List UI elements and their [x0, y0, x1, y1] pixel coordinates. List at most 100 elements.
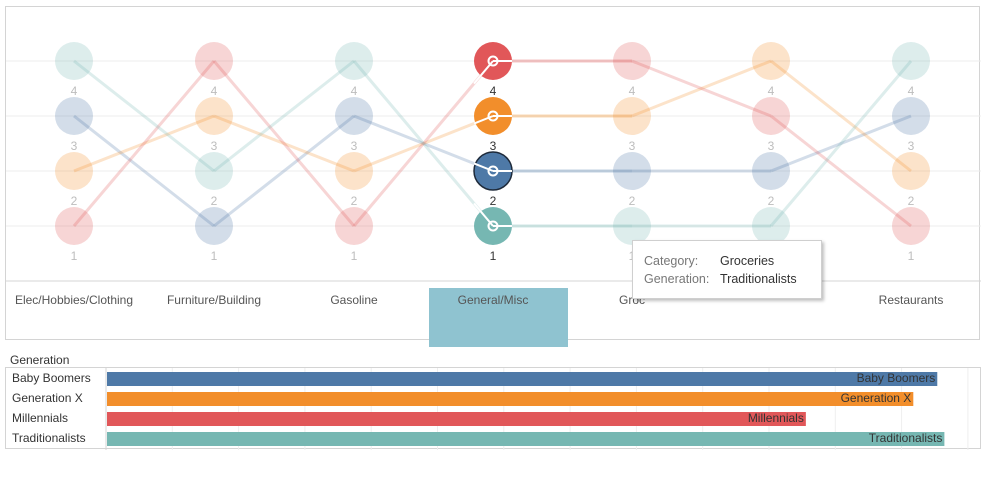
legend-title: Generation	[10, 353, 70, 367]
rank-label: 1	[211, 249, 218, 263]
series-line-segment	[631, 59, 772, 118]
rank-label: 1	[490, 249, 497, 263]
tooltip-generation-value: Traditionalists	[720, 272, 797, 286]
legend-bars-svg	[105, 368, 969, 450]
legend-bar	[107, 412, 806, 426]
series-line-segment	[73, 114, 215, 173]
legend-bar-label: Baby Boomers	[856, 371, 936, 385]
series-line-segment	[73, 114, 215, 228]
series-line-segment	[353, 114, 494, 173]
category-label[interactable]: Furniture/Building	[166, 293, 262, 307]
rank-label: 4	[490, 84, 497, 98]
legend-generation-label[interactable]: Millennials	[12, 411, 69, 425]
tooltip: Category: Groceries Generation: Traditiona…	[632, 240, 822, 299]
tooltip-generation-row: Generation: Traditionalists	[644, 272, 797, 286]
rank-point	[55, 97, 93, 135]
legend-bar-label: Traditionalists	[868, 431, 943, 445]
series-line-segment	[769, 60, 913, 227]
rank-label: 3	[908, 139, 915, 153]
rank-label: 2	[629, 194, 636, 208]
rank-point	[195, 97, 233, 135]
rank-point	[613, 207, 651, 245]
rank-point	[752, 97, 790, 135]
rank-point	[195, 42, 233, 80]
rank-label: 2	[908, 194, 915, 208]
rank-label: 4	[351, 84, 358, 98]
rank-point	[752, 42, 790, 80]
series-line-segment	[213, 114, 355, 173]
legend-bar	[107, 432, 945, 446]
rank-label: 3	[351, 139, 358, 153]
rank-label: 4	[211, 84, 218, 98]
category-label[interactable]: Restaurants	[878, 293, 944, 307]
legend-bar-label: Generation X	[840, 391, 912, 405]
rank-label: 2	[211, 194, 218, 208]
point-center-marker	[487, 220, 499, 232]
series-line-segment	[353, 114, 494, 173]
rank-label: 1	[71, 249, 78, 263]
rank-point	[892, 42, 930, 80]
rank-point	[752, 207, 790, 245]
legend-generation-label[interactable]: Baby Boomers	[12, 371, 91, 385]
point-connector-highlight	[473, 115, 494, 125]
rank-label: 4	[71, 84, 78, 98]
rank-point	[613, 42, 651, 80]
rank-point	[613, 97, 651, 135]
rank-point	[195, 152, 233, 190]
series-line-segment	[72, 60, 216, 227]
rank-point	[752, 152, 790, 190]
rank-label: 2	[490, 194, 497, 208]
bump-chart-panel: 1234123412341234123412341234 Elec/Hobbie…	[5, 6, 981, 347]
rank-label: 4	[629, 84, 636, 98]
series-line-segment	[212, 60, 356, 227]
point-center-marker	[487, 110, 499, 122]
category-label[interactable]: Elec/Hobbies/Clothing	[14, 293, 134, 307]
tooltip-generation-key: Generation:	[644, 272, 710, 286]
point-connector-highlight	[473, 162, 494, 172]
point-center-marker	[487, 165, 499, 177]
rank-label: 4	[908, 84, 915, 98]
tooltip-category-key: Category:	[644, 254, 699, 268]
series-line-segment	[352, 60, 495, 227]
point-center-marker	[487, 55, 499, 67]
series-line-segment	[213, 114, 355, 228]
rank-point	[892, 97, 930, 135]
rank-label: 3	[490, 139, 497, 153]
rank-label: 3	[71, 139, 78, 153]
tooltip-category-row: Category: Groceries	[644, 254, 774, 268]
legend-bar	[107, 372, 938, 386]
rank-label: 3	[629, 139, 636, 153]
series-line-segment	[770, 114, 912, 228]
series-line-segment	[631, 59, 772, 118]
series-line-segment	[213, 59, 355, 173]
legend-generation-label[interactable]: Traditionalists	[12, 431, 86, 445]
series-line-segment	[770, 114, 912, 173]
rank-point	[335, 97, 373, 135]
legend-generation-label[interactable]: Generation X	[12, 391, 83, 405]
rank-point	[892, 152, 930, 190]
rank-point	[335, 207, 373, 245]
category-label[interactable]: General/Misc	[457, 293, 529, 307]
legend-bar-label: Millennials	[747, 411, 804, 425]
series-line-segment	[73, 59, 215, 173]
bump-chart-svg[interactable]: 1234123412341234123412341234	[6, 7, 981, 341]
selected-category-highlight	[429, 288, 568, 347]
rank-label: 2	[768, 194, 775, 208]
series-line-segment	[352, 60, 495, 227]
tooltip-category-value: Groceries	[720, 254, 775, 268]
rank-label: 3	[768, 139, 775, 153]
rank-point	[55, 207, 93, 245]
category-label[interactable]: Gasoline	[330, 293, 378, 307]
rank-label: 2	[71, 194, 78, 208]
legend-bar	[107, 392, 914, 406]
rank-point	[613, 152, 651, 190]
rank-label: 4	[768, 84, 775, 98]
rank-point	[195, 207, 233, 245]
rank-label: 1	[351, 249, 358, 263]
rank-point	[55, 152, 93, 190]
rank-point	[55, 42, 93, 80]
rank-label: 1	[908, 249, 915, 263]
rank-label: 3	[211, 139, 218, 153]
